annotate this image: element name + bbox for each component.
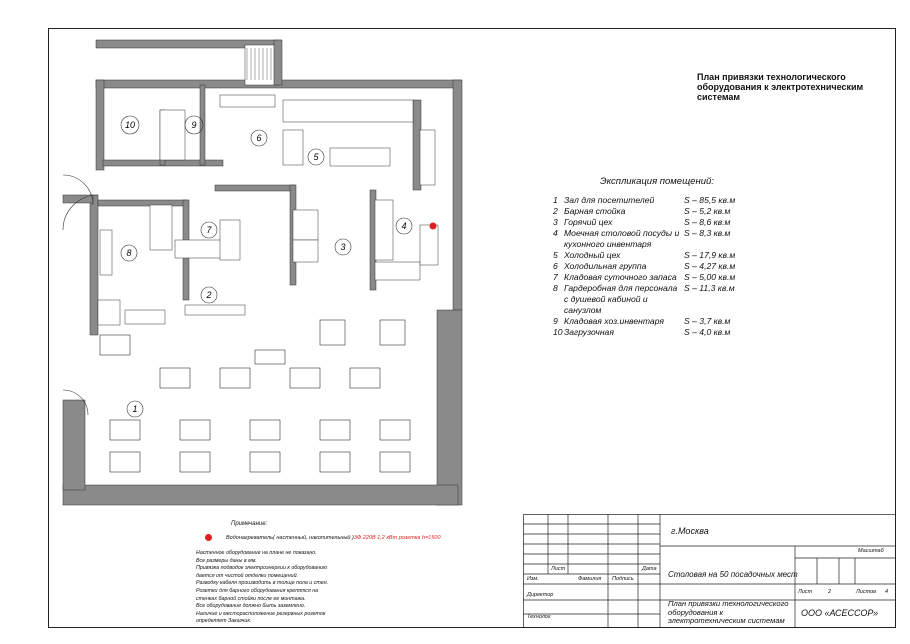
note-line: Настенное оборудование на плане не показ… bbox=[196, 550, 317, 556]
explication-row: 8 Гардеробная для персонала с душевой каб… bbox=[553, 283, 783, 316]
dining-tables bbox=[99, 319, 411, 473]
notes-list: Настенное оборудование на плане не показ… bbox=[196, 550, 396, 626]
room-8-label: 8 bbox=[126, 248, 131, 258]
explication-room-name: Барная стойка bbox=[564, 206, 626, 216]
explication-num: 1 bbox=[553, 195, 558, 205]
explication-area: S – 5,00 кв.м bbox=[684, 272, 736, 282]
room-9-label: 9 bbox=[191, 120, 196, 130]
stamp-technolog: Технолог bbox=[527, 614, 551, 620]
stamp-list-label: Лист bbox=[798, 589, 813, 595]
stamp-list-value: 2 bbox=[828, 589, 832, 595]
explication-num: 9 bbox=[553, 316, 558, 326]
room-6-label: 6 bbox=[256, 133, 261, 143]
explication-row: 6 Холодильная группа S – 4,27 кв.м bbox=[553, 261, 783, 272]
title-block: г.Москва Столовая на 50 посадочных мест … bbox=[523, 514, 896, 628]
note-line: стенках барной стойки после ее монтажа. bbox=[196, 595, 306, 602]
drawing-frame bbox=[48, 28, 896, 628]
explication-title: Экспликация помещений: bbox=[600, 176, 714, 187]
stamp-city: г.Москва bbox=[671, 526, 709, 536]
stair-lines bbox=[246, 48, 272, 80]
stamp-listov-value: 4 bbox=[885, 589, 889, 595]
room-3-label: 3 bbox=[340, 242, 345, 252]
explication-room-name: Загрузочная bbox=[564, 327, 614, 337]
note-line: Все оборудование должно быть заземлено. bbox=[196, 603, 306, 610]
door-arcs bbox=[62, 174, 99, 416]
explication-area: S – 8,6 кв.м bbox=[684, 217, 731, 227]
explication-num: 6 bbox=[553, 261, 558, 271]
stamp-col-list: Лист bbox=[551, 566, 566, 572]
explication-room-name: Гардеробная для персонала с душевой каби… bbox=[564, 283, 678, 315]
explication-area: S – 8,3 кв.м bbox=[684, 228, 731, 238]
explication-room-name: Зал для посетителей bbox=[564, 195, 655, 205]
explication-room-name: Кладовая суточного запаса bbox=[564, 272, 677, 282]
room-4-label: 4 bbox=[401, 221, 406, 231]
explication-area: S – 85,5 кв.м bbox=[684, 195, 736, 205]
explication-list: 1 Зал для посетителей S – 85,5 кв.м 2 Барная… bbox=[553, 195, 783, 338]
red-outlets bbox=[429, 222, 437, 230]
explication-area: S – 5,2 кв.м bbox=[684, 206, 731, 216]
room-10-label: 10 bbox=[125, 120, 135, 130]
heater-legend: Водонагреватель( настенный, накопительны… bbox=[205, 534, 441, 541]
heater-spec: 3Ф 220В 1,2 кВт розетка h=1500 bbox=[353, 534, 441, 541]
red-dot-icon bbox=[205, 534, 212, 541]
explication-num: 5 bbox=[553, 250, 558, 260]
explication-room-name: Моечная столовой посуды и кухонного инве… bbox=[564, 228, 680, 249]
explication-num: 8 bbox=[553, 283, 558, 293]
note-line: дается от чистой отделки помещений. bbox=[196, 572, 299, 579]
stamp-listov-label: Листов bbox=[856, 589, 877, 595]
stamp-col-podpis: Подпись bbox=[612, 576, 634, 582]
explication-area: S – 11,3 кв.м bbox=[684, 283, 735, 293]
explication-num: 7 bbox=[553, 272, 558, 282]
explication-row: 7 Кладовая суточного запаса S – 5,00 кв.м bbox=[553, 272, 783, 283]
room-7-label: 7 bbox=[206, 225, 212, 235]
explication-room-name: Холодильная группа bbox=[564, 261, 647, 271]
note-line: Разводку кабеля производить в толще пола… bbox=[196, 580, 329, 587]
explication-row: 3 Горячий цех S – 8,6 кв.м bbox=[553, 217, 783, 228]
note-line: Наличие и месторасположение резервных ро… bbox=[196, 610, 326, 617]
stamp-masshtab: Масштаб bbox=[858, 548, 884, 554]
stamp-col-izm: Изм. bbox=[527, 576, 539, 582]
stamp-col-familiya: Фамилия bbox=[578, 576, 602, 582]
stamp-director: Директор bbox=[527, 592, 554, 598]
explication-area: S – 4,27 кв.м bbox=[684, 261, 736, 271]
explication-row: 4 Моечная столовой посуды и кухонного инв… bbox=[553, 228, 783, 250]
explication-row: 9 Кладовая хоз.инвентаря S – 3,7 кв.м bbox=[553, 316, 783, 327]
explication-num: 4 bbox=[553, 228, 558, 238]
room-1-label: 1 bbox=[132, 404, 137, 414]
explication-room-name: Холодный цех bbox=[564, 250, 621, 260]
explication-row: 1 Зал для посетителей S – 85,5 кв.м bbox=[553, 195, 783, 206]
explication-row: 2 Барная стойка S – 5,2 кв.м bbox=[553, 206, 783, 217]
stamp-organization: ООО «АСЕССОР» bbox=[801, 608, 879, 618]
explication-row: 5 Холодный цех S – 17,9 кв.м bbox=[553, 250, 783, 261]
title-block-grid bbox=[523, 514, 896, 628]
explication-room-name: Кладовая хоз.инвентаря bbox=[564, 316, 664, 326]
stamp-col-data: Дата bbox=[642, 566, 657, 572]
room-2-label: 2 bbox=[205, 290, 211, 300]
explication-area: S – 4,0 кв.м bbox=[684, 327, 731, 337]
notes-heading: Примечание: bbox=[231, 521, 268, 527]
note-line: Все размеры даны в мм. bbox=[196, 557, 257, 564]
stamp-sheet-title: План привязки технологического оборудова… bbox=[668, 599, 789, 625]
explication-num: 10 bbox=[553, 327, 563, 337]
drawing-title: План привязки технологического оборудова… bbox=[697, 72, 864, 102]
explication-area: S – 3,7 кв.м bbox=[684, 316, 731, 326]
stamp-object: Столовая на 50 посадочных мест bbox=[668, 570, 798, 579]
room-numbers: 10 9 6 5 4 3 7 8 2 1 bbox=[120, 115, 413, 418]
note-line: Привязка подводок электроэнергии к обору… bbox=[196, 565, 327, 572]
explication-room-name: Горячий цех bbox=[564, 217, 613, 227]
heater-label: Водонагреватель( настенный, накопительны… bbox=[226, 534, 354, 541]
note-line: Розетки для барного оборудования крепятс… bbox=[196, 587, 319, 594]
explication-num: 3 bbox=[553, 217, 558, 227]
explication-num: 2 bbox=[553, 206, 558, 216]
explication-area: S – 17,9 кв.м bbox=[684, 250, 736, 260]
note-line: определяет Заказчик. bbox=[196, 618, 252, 625]
equipment bbox=[97, 94, 439, 326]
room-5-label: 5 bbox=[313, 152, 319, 162]
